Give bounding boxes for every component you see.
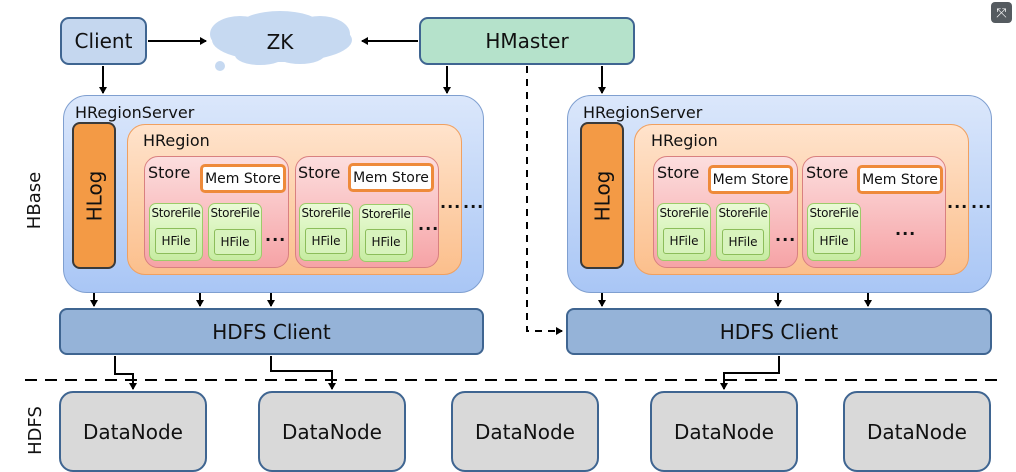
storefile-label: StoreFile bbox=[301, 206, 351, 220]
client-label: Client bbox=[74, 29, 133, 53]
storefile-label: StoreFile bbox=[718, 206, 768, 220]
hbase-side-label: HBase bbox=[24, 171, 46, 229]
more-storefiles-ellipsis: ... bbox=[895, 220, 917, 239]
more-stores-ellipsis: ... bbox=[440, 193, 462, 212]
hdfs-side-label-box: HDFS bbox=[10, 406, 60, 455]
region-server-title: HRegionServer bbox=[75, 103, 195, 122]
more-regions-ellipsis: ... bbox=[971, 193, 993, 212]
arrow-hdfs-client-to-datanode bbox=[270, 356, 336, 390]
more-storefiles-ellipsis: ... bbox=[265, 226, 287, 245]
store-title: Store bbox=[148, 163, 191, 182]
storefile-label: StoreFile bbox=[659, 206, 709, 220]
hfile-box: HFile bbox=[214, 229, 256, 255]
more-regions-ellipsis: ... bbox=[463, 193, 485, 212]
store-title: Store bbox=[657, 163, 700, 182]
hfile-box: HFile bbox=[722, 229, 764, 255]
datanode-label: DataNode bbox=[282, 419, 382, 444]
datanode-box: DataNode bbox=[59, 391, 207, 472]
arrow-hdfs-client-to-datanode bbox=[720, 356, 780, 390]
hdfs-client-label: HDFS Client bbox=[212, 319, 331, 344]
memstore-box: Mem Store bbox=[857, 165, 943, 194]
storefile-label: StoreFile bbox=[210, 206, 260, 220]
datanode-box: DataNode bbox=[258, 391, 406, 472]
hfile-box: HFile bbox=[663, 228, 705, 254]
expand-icon[interactable]: ⤧ bbox=[991, 2, 1012, 23]
hlog-label: HLog bbox=[590, 170, 615, 221]
more-storefiles-ellipsis: ... bbox=[775, 226, 797, 245]
datanode-box: DataNode bbox=[451, 391, 599, 472]
hbase-side-label-box: HBase bbox=[10, 171, 60, 228]
storefile-label: StoreFile bbox=[151, 206, 201, 220]
store-title: Store bbox=[806, 163, 849, 182]
datanode-box: DataNode bbox=[843, 391, 991, 472]
memstore-box: Mem Store bbox=[348, 163, 434, 192]
more-storefiles-ellipsis: ... bbox=[418, 215, 440, 234]
storefile-label: StoreFile bbox=[809, 206, 859, 220]
hdfs-client-box: HDFS Client bbox=[59, 308, 484, 355]
hlog-box: HLog bbox=[72, 122, 116, 269]
client-box: Client bbox=[60, 17, 147, 65]
datanode-label: DataNode bbox=[674, 419, 774, 444]
storefile-label: StoreFile bbox=[361, 207, 411, 221]
hfile-box: HFile bbox=[155, 228, 197, 254]
hregion-title: HRegion bbox=[651, 131, 718, 150]
more-stores-ellipsis: ... bbox=[947, 193, 969, 212]
datanode-label: DataNode bbox=[867, 419, 967, 444]
hfile-box: HFile bbox=[365, 229, 407, 255]
hlog-label: HLog bbox=[82, 170, 107, 221]
region-server-title: HRegionServer bbox=[583, 103, 703, 122]
hdfs-client-box: HDFS Client bbox=[566, 308, 992, 355]
hmaster-box: HMaster bbox=[419, 17, 635, 65]
memstore-box: Mem Store bbox=[708, 165, 793, 194]
dashed-arrow-hmaster-to-hdfs-client bbox=[526, 66, 563, 335]
datanode-label: DataNode bbox=[475, 419, 575, 444]
hlog-box: HLog bbox=[580, 122, 624, 269]
datanode-label: DataNode bbox=[83, 419, 183, 444]
hmaster-label: HMaster bbox=[485, 29, 569, 53]
datanode-box: DataNode bbox=[650, 391, 798, 472]
zk-label: ZK bbox=[266, 30, 294, 54]
store-title: Store bbox=[298, 163, 341, 182]
arrow-hdfs-client-to-datanode bbox=[114, 356, 137, 390]
hregion-title: HRegion bbox=[143, 131, 210, 150]
hfile-box: HFile bbox=[813, 228, 855, 254]
hdfs-client-label: HDFS Client bbox=[719, 319, 839, 344]
hfile-box: HFile bbox=[305, 228, 347, 254]
memstore-box: Mem Store bbox=[200, 164, 286, 193]
zk-cloud-icon bbox=[210, 11, 352, 71]
hdfs-side-label: HDFS bbox=[24, 405, 46, 455]
